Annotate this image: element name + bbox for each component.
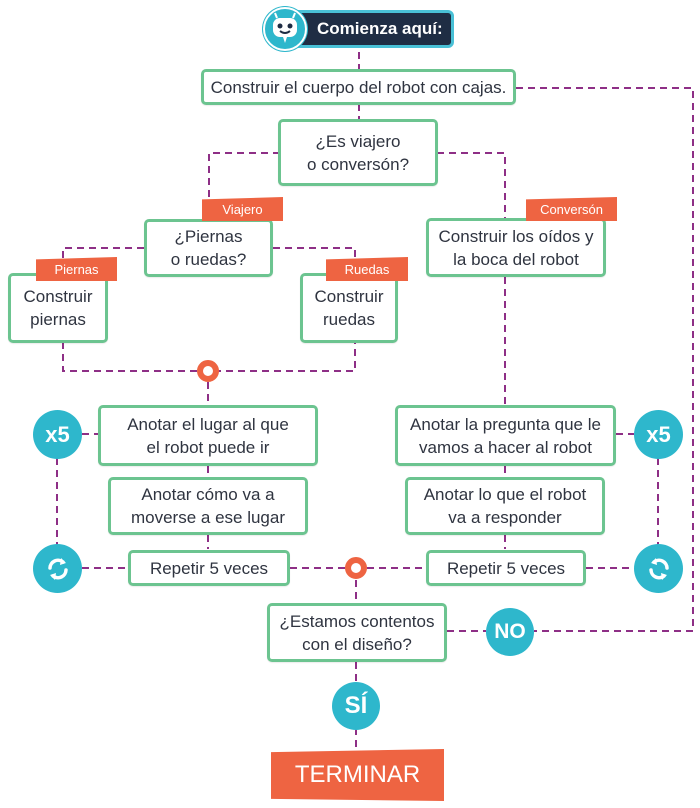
decision-traveler-or-talker: ¿Es viajero o conversón? (278, 119, 438, 186)
step-build-wheels: Construir ruedas (300, 273, 398, 343)
repeat-icon-left (33, 544, 82, 593)
step-note-move: Anotar cómo va a moverse a ese lugar (108, 477, 308, 535)
step-build-legs: Construir piernas (8, 273, 108, 343)
decision-legs-or-wheels: ¿Piernas o ruedas? (144, 219, 273, 277)
step-note-answer: Anotar lo que el robot va a responder (405, 477, 605, 535)
step-build-body: Construir el cuerpo del robot con cajas. (201, 69, 516, 105)
step-repeat-right: Repetir 5 veces (426, 550, 586, 586)
end-terminar: TERMINAR (271, 749, 444, 801)
tag-piernas: Piernas (36, 257, 117, 281)
step-repeat-left: Repetir 5 veces (128, 550, 290, 586)
step-note-place: Anotar el lugar al que el robot puede ir (98, 405, 318, 466)
no-badge: NO (486, 608, 534, 656)
tag-viajero: Viajero (202, 197, 283, 221)
merge-node-top (197, 360, 219, 382)
robot-icon (262, 6, 308, 52)
repeat-icon-right (634, 544, 683, 593)
tag-ruedas: Ruedas (326, 257, 408, 281)
step-note-question: Anotar la pregunta que le vamos a hacer … (395, 405, 616, 466)
x5-badge-right: x5 (634, 410, 683, 459)
tag-conversor: Conversón (526, 197, 617, 221)
decision-happy-with-design: ¿Estamos contentos con el diseño? (267, 603, 447, 662)
step-build-ears-mouth: Construir los oídos y la boca del robot (426, 218, 606, 277)
start-label: Comienza aquí: (290, 10, 454, 48)
start-badge: Comienza aquí: (262, 6, 456, 52)
yes-badge: SÍ (332, 682, 380, 730)
merge-node-bottom (345, 557, 367, 579)
x5-badge-left: x5 (33, 410, 82, 459)
